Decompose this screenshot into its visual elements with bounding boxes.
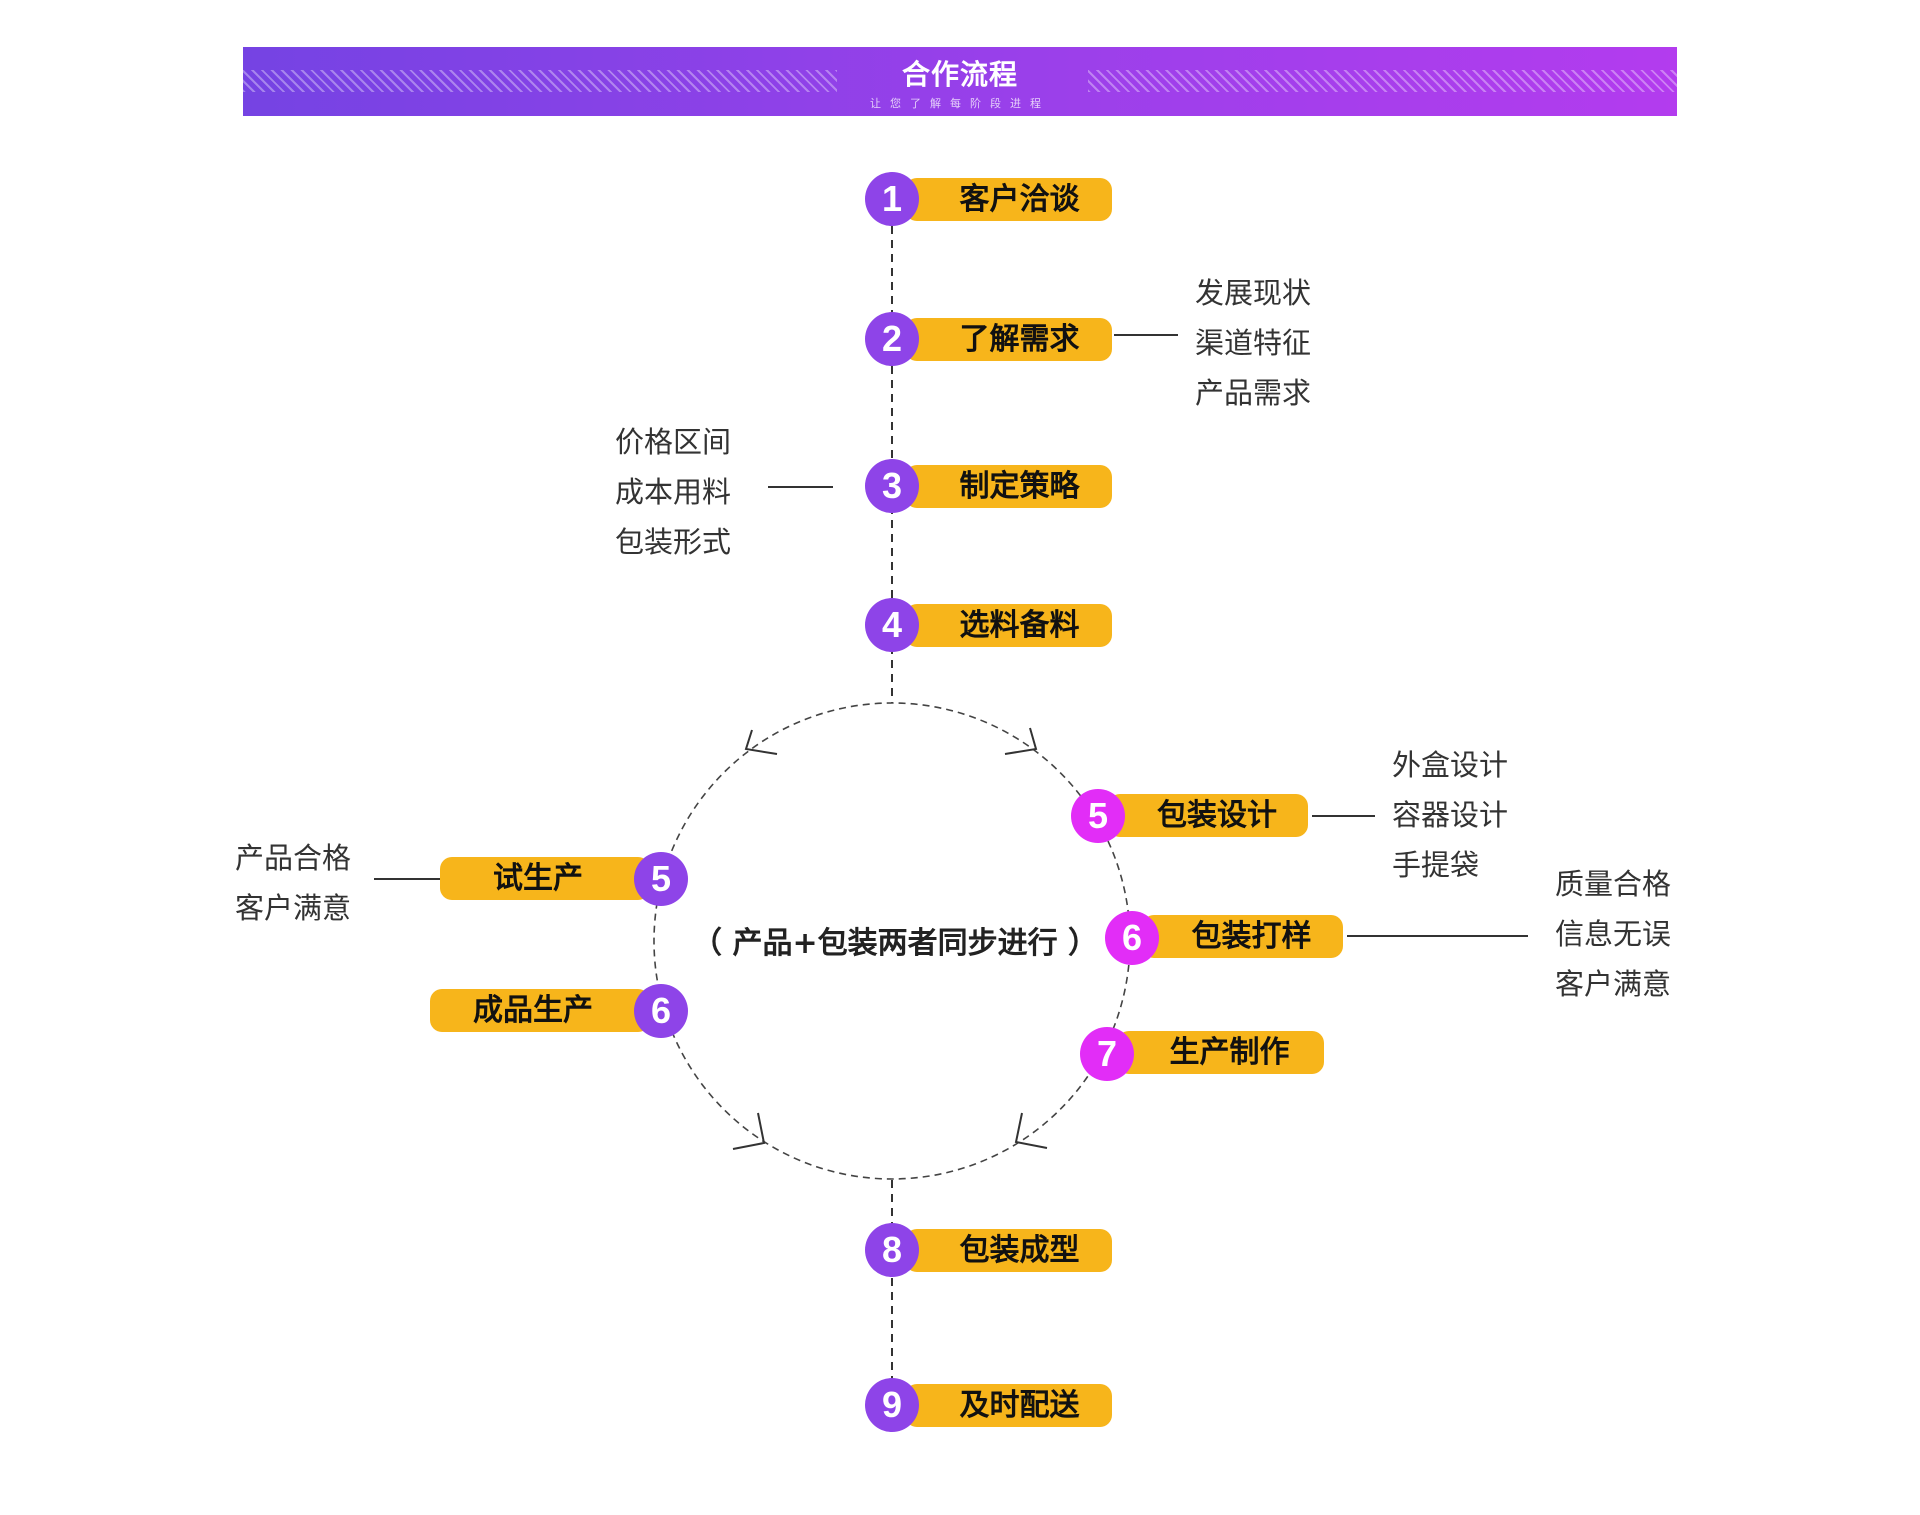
pack-step-6-number: 6 xyxy=(1105,911,1159,965)
note-item: 容器设计 xyxy=(1392,798,1509,832)
prod-step-5-pill: 试生产 xyxy=(440,857,650,900)
pack-step-5-number: 5 xyxy=(1071,789,1125,843)
step-1-label: 客户洽谈 xyxy=(959,182,1080,217)
step-3-pill: 制定策略 xyxy=(905,465,1112,508)
page-title: 合作流程 xyxy=(901,58,1018,91)
step-3-notes: 价格区间 成本用料 包装形式 xyxy=(615,417,731,567)
step-9-pill: 及时配送 xyxy=(905,1384,1112,1427)
note-item: 包装形式 xyxy=(615,525,732,559)
arrow-bottom-right-icon xyxy=(1014,1112,1048,1149)
step-9-number: 9 xyxy=(865,1378,919,1432)
step-8-pill: 包装成型 xyxy=(905,1229,1112,1272)
step-1-pill: 客户洽谈 xyxy=(905,178,1112,221)
pack-step-5-label: 包装设计 xyxy=(1157,798,1277,833)
note-item: 成本用料 xyxy=(615,475,732,509)
pack-step-7-label: 生产制作 xyxy=(1169,1035,1290,1070)
header-banner: 合作流程 让您了解每阶段进程 xyxy=(243,47,1677,116)
note-item: 发展现状 xyxy=(1195,276,1312,310)
note-item: 手提袋 xyxy=(1392,848,1480,882)
step-4-label: 选料备料 xyxy=(959,608,1080,643)
step-3-number: 3 xyxy=(865,459,919,513)
banner-stripes-right xyxy=(1088,70,1677,92)
note-item: 客户满意 xyxy=(1555,967,1672,1001)
prod-step-5-label: 试生产 xyxy=(493,861,583,896)
cycle-center-text: （ 产品+包装两者同步进行 ） xyxy=(692,926,1099,961)
step-9-label: 及时配送 xyxy=(959,1388,1080,1423)
pack-step-5-notes: 外盒设计 容器设计 手提袋 xyxy=(1392,740,1508,890)
note-item: 外盒设计 xyxy=(1392,748,1509,782)
pack-step-6-pill: 包装打样 xyxy=(1142,915,1343,958)
step-2-notes: 发展现状 渠道特征 产品需求 xyxy=(1195,268,1311,418)
note-item: 渠道特征 xyxy=(1195,326,1312,360)
banner-stripes-left xyxy=(243,70,837,92)
note-item: 产品需求 xyxy=(1195,376,1312,410)
pack-step-7-number: 7 xyxy=(1080,1027,1134,1081)
step-2-pill: 了解需求 xyxy=(905,318,1112,361)
arrow-top-left-icon xyxy=(744,729,778,755)
prod-step-6-label: 成品生产 xyxy=(473,993,593,1028)
prod-step-5-notes: 产品合格 客户满意 xyxy=(235,833,351,933)
page-subtitle: 让您了解每阶段进程 xyxy=(870,97,1050,110)
note-item: 产品合格 xyxy=(235,841,352,875)
note-item: 信息无误 xyxy=(1555,917,1672,951)
step-8-number: 8 xyxy=(865,1223,919,1277)
pack-step-6-notes: 质量合格 信息无误 客户满意 xyxy=(1555,859,1671,1009)
note-item: 价格区间 xyxy=(615,425,732,459)
step-4-number: 4 xyxy=(865,598,919,652)
step-3-label: 制定策略 xyxy=(959,469,1080,504)
pack-step-5-pill: 包装设计 xyxy=(1108,794,1308,837)
arrow-top-right-icon xyxy=(1004,727,1038,755)
step-4-pill: 选料备料 xyxy=(905,604,1112,647)
note-item: 质量合格 xyxy=(1555,867,1672,901)
step-2-number: 2 xyxy=(865,312,919,366)
pack-step-6-label: 包装打样 xyxy=(1191,919,1312,954)
pack-step-7-pill: 生产制作 xyxy=(1117,1031,1324,1074)
note-item: 客户满意 xyxy=(235,891,352,925)
step-1-number: 1 xyxy=(865,172,919,226)
step-8-label: 包装成型 xyxy=(959,1233,1080,1268)
step-2-label: 了解需求 xyxy=(959,322,1080,357)
prod-step-5-number: 5 xyxy=(634,852,688,906)
prod-step-6-pill: 成品生产 xyxy=(430,989,650,1032)
arrow-bottom-left-icon xyxy=(732,1112,766,1150)
prod-step-6-number: 6 xyxy=(634,984,688,1038)
